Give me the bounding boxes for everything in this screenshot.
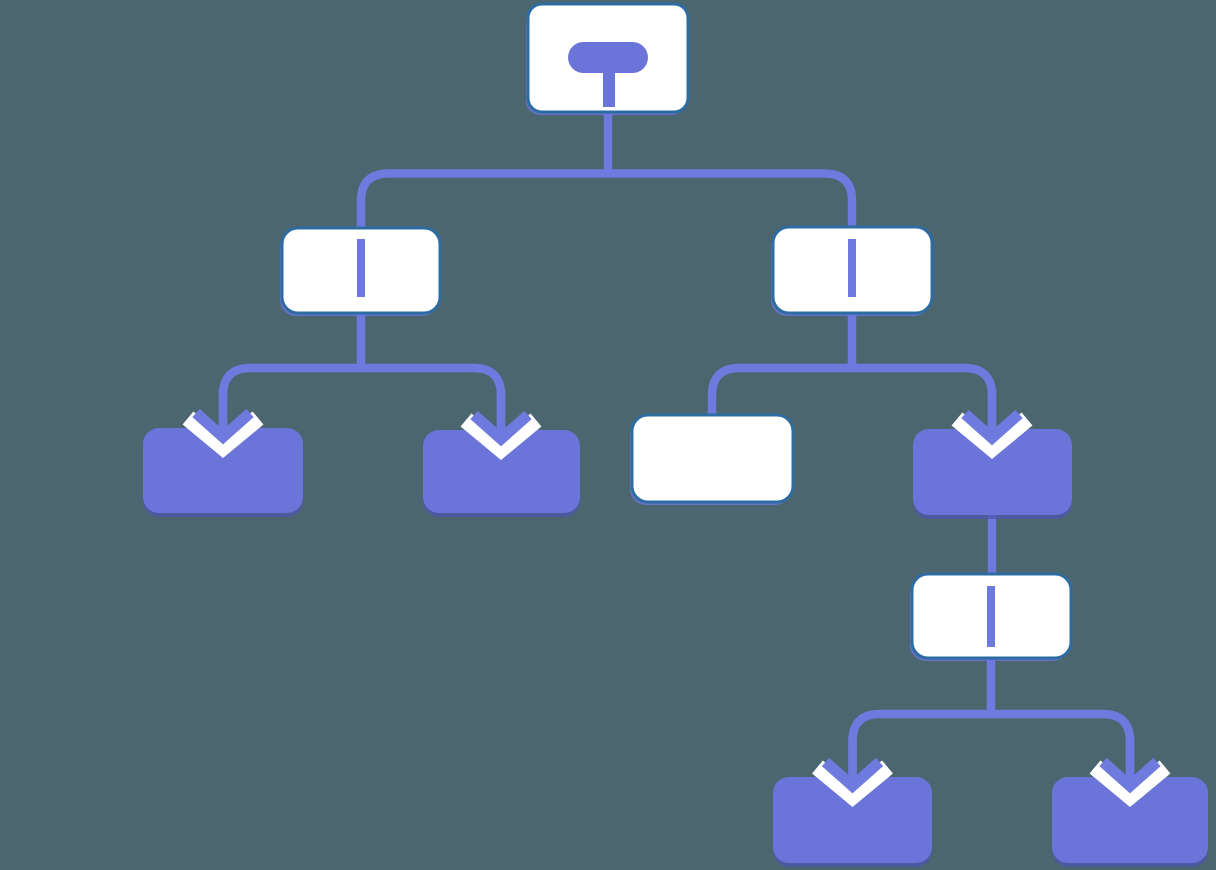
vertical-divider-icon <box>848 239 856 297</box>
node-root[interactable] <box>526 2 690 115</box>
arrow-chevron-icon <box>1089 760 1171 808</box>
node-leaf-3[interactable] <box>630 413 795 505</box>
edge-branch-right-split <box>707 363 997 437</box>
arrowhead-icon <box>470 410 532 447</box>
node-leaf-1[interactable] <box>143 428 303 517</box>
arrow-chevron-icon <box>182 411 264 459</box>
vertical-divider-icon <box>357 239 365 297</box>
arrow-into-leaf-2 <box>460 390 542 461</box>
arrowhead-icon <box>961 409 1023 446</box>
node-branch-right[interactable] <box>771 225 934 316</box>
arrowhead-icon <box>821 757 884 794</box>
arrow-chevron-icon <box>460 413 542 461</box>
node-task-right-card <box>913 429 1072 515</box>
node-leaf-4[interactable] <box>773 777 932 867</box>
node-leaf-5[interactable] <box>1052 777 1208 867</box>
edge-branch-left-split <box>218 363 506 438</box>
node-leaf-1-card <box>143 428 303 513</box>
edge-root-split <box>356 169 857 232</box>
node-leaf-5-card <box>1052 777 1208 863</box>
arrow-chevron-icon <box>951 412 1033 460</box>
node-branch-left[interactable] <box>280 226 442 316</box>
edges-layer <box>218 106 1135 785</box>
arrow-into-leaf-1 <box>182 388 264 459</box>
arrow-into-leaf-4 <box>812 737 893 808</box>
arrow-into-leaf-5 <box>1089 737 1171 808</box>
tree-glyph-icon <box>568 42 648 107</box>
nodes-layer <box>143 2 1208 867</box>
arrowhead-icon <box>1099 757 1161 794</box>
arrowhead-icon <box>192 408 254 445</box>
node-leaf-2-card <box>423 430 580 513</box>
node-leaf-4-card <box>773 777 932 863</box>
node-branch-bottom[interactable] <box>910 572 1073 661</box>
vertical-divider-icon <box>987 586 995 647</box>
arrow-chevron-icon <box>812 760 893 808</box>
arrow-into-task-right <box>951 389 1033 460</box>
node-leaf-2[interactable] <box>423 430 580 517</box>
edge-branch-bottom-split <box>848 709 1135 785</box>
node-leaf-3-card <box>630 413 795 504</box>
node-task-right[interactable] <box>913 429 1072 519</box>
arrows-layer <box>182 388 1171 808</box>
